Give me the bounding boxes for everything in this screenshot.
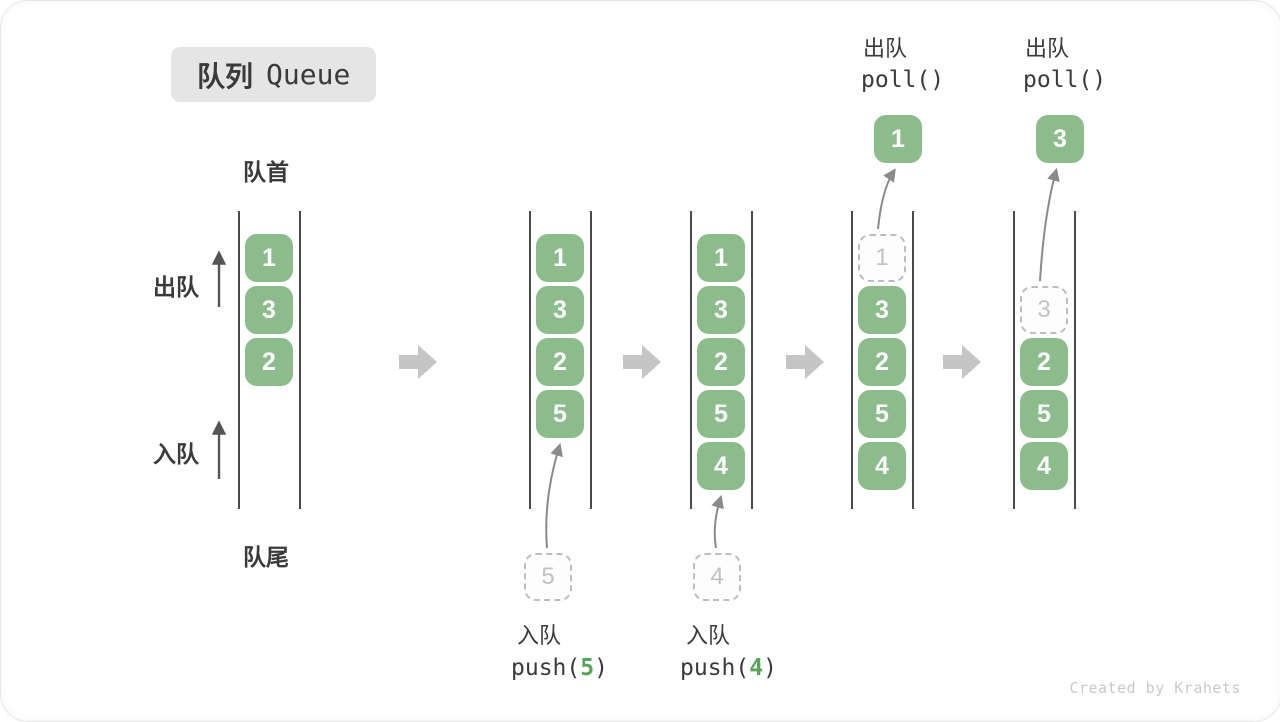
- enqueue-pointer-arrow: [545, 442, 563, 549]
- dequeue-annotation-label: 出队: [863, 36, 908, 61]
- enqueue-pointer-arrow: [711, 494, 724, 549]
- queue-item-ghost: 3: [1020, 286, 1068, 334]
- queue-left-rail: [690, 211, 692, 509]
- enqueue-side-label: 入队: [153, 441, 199, 467]
- queue-item: 5: [536, 390, 584, 438]
- queue-left-rail: [851, 211, 853, 509]
- queue-right-rail: [912, 211, 914, 509]
- queue-item: 5: [1020, 390, 1068, 438]
- enqueue-annotation-label: 入队: [686, 623, 731, 648]
- flow-arrow: [786, 345, 824, 379]
- code-pre: push(: [511, 655, 581, 681]
- queue-item: 2: [858, 338, 906, 386]
- flow-arrow: [623, 345, 661, 379]
- queue-front-label: 队首: [243, 159, 289, 185]
- queue-item: 1: [697, 234, 745, 282]
- queue-left-rail: [238, 211, 240, 509]
- enqueue-code-label: push(4): [680, 655, 777, 681]
- queue-item: 4: [1020, 442, 1068, 490]
- enqueue-annotation-label: 入队: [517, 623, 562, 648]
- incoming-item-ghost: 4: [693, 553, 741, 601]
- queue-left-rail: [1013, 211, 1015, 509]
- queue-item: 1: [536, 234, 584, 282]
- flow-arrow: [943, 345, 981, 379]
- queue-item: 2: [536, 338, 584, 386]
- queue-right-rail: [751, 211, 753, 509]
- queue-item: 5: [858, 390, 906, 438]
- dequeue-pointer-arrow: [1039, 167, 1060, 282]
- queue-item: 4: [697, 442, 745, 490]
- watermark: Created by Krahets: [1069, 679, 1241, 697]
- flow-arrow: [399, 345, 437, 379]
- queue-item: 2: [245, 338, 293, 386]
- dequeue-pointer-arrow: [877, 168, 896, 230]
- queue-right-rail: [1074, 211, 1076, 509]
- dequeue-side-label: 出队: [153, 274, 199, 300]
- outgoing-item: 3: [1036, 115, 1084, 163]
- queue-item: 1: [245, 234, 293, 282]
- outgoing-item: 1: [874, 115, 922, 163]
- code-post: ): [594, 655, 608, 681]
- queue-item: 2: [1020, 338, 1068, 386]
- code-post: ): [763, 655, 777, 681]
- queue-left-rail: [529, 211, 531, 509]
- dequeue-code-label: poll(): [861, 67, 945, 93]
- queue-item: 5: [697, 390, 745, 438]
- queue-item: 3: [536, 286, 584, 334]
- code-arg: 4: [749, 655, 764, 681]
- queue-item: 3: [697, 286, 745, 334]
- queue-item: 2: [697, 338, 745, 386]
- dequeue-code-label: poll(): [1023, 67, 1107, 93]
- incoming-item-ghost: 5: [524, 553, 572, 601]
- queue-right-rail: [299, 211, 301, 509]
- queue-item-ghost: 1: [858, 234, 906, 282]
- code-arg: 5: [580, 655, 595, 681]
- enqueue-code-label: push(5): [511, 655, 608, 681]
- queue-item: 3: [245, 286, 293, 334]
- queue-item: 3: [858, 286, 906, 334]
- queue-item: 4: [858, 442, 906, 490]
- dequeue-annotation-label: 出队: [1025, 36, 1070, 61]
- queue-right-rail: [590, 211, 592, 509]
- code-pre: push(: [680, 655, 750, 681]
- queue-rear-label: 队尾: [243, 544, 289, 570]
- title-badge: 队列 Queue: [171, 47, 377, 102]
- title-en: Queue: [266, 58, 351, 91]
- title-zh: 队列: [197, 60, 254, 92]
